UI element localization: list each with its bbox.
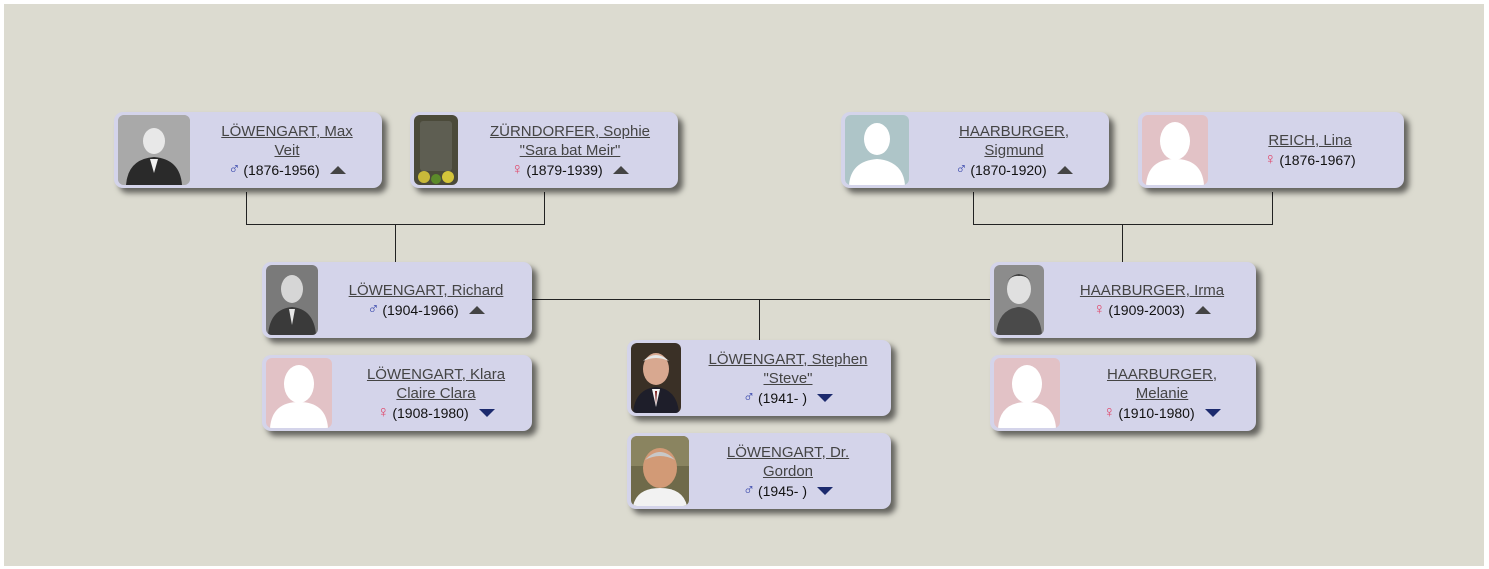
person-name-link[interactable]: LÖWENGART, Richard <box>348 282 504 299</box>
person-dates: ♂ (1904-1966) <box>367 301 485 319</box>
expand-descendants-down-arrow-icon[interactable] <box>1204 408 1221 417</box>
person-photo[interactable] <box>266 265 318 335</box>
female-icon: ♀ <box>1093 301 1106 318</box>
lifespan: (1876-1956) <box>243 161 320 178</box>
male-icon: ♂ <box>367 301 380 318</box>
person-photo[interactable] <box>1142 115 1208 185</box>
person-card-lina[interactable]: REICH, Lina ♀ (1876-1967) <box>1138 112 1404 188</box>
connector-line <box>395 224 396 262</box>
person-name-link[interactable]: LÖWENGART, Stephen "Steve" <box>708 350 868 387</box>
connector-line <box>973 192 974 224</box>
connector-line <box>246 192 247 224</box>
person-photo[interactable] <box>118 115 190 185</box>
expand-descendants-down-arrow-icon[interactable] <box>817 486 834 495</box>
person-name-link[interactable]: LÖWENGART, Max Veit <box>221 122 353 159</box>
person-dates: ♂ (1941- ) <box>742 388 834 407</box>
person-dates: ♀ (1910-1980) <box>1103 403 1221 422</box>
person-card-melanie[interactable]: HAARBURGER, Melanie ♀ (1910-1980) <box>990 355 1256 431</box>
lifespan: (1909-2003) <box>1108 302 1185 318</box>
lifespan: (1910-1980) <box>1118 404 1195 421</box>
person-dates: ♀ (1876-1967) <box>1264 151 1355 169</box>
person-dates: ♀ (1909-2003) <box>1093 301 1211 319</box>
person-card-gordon[interactable]: LÖWENGART, Dr. Gordon ♂ (1945- ) <box>627 433 891 509</box>
connector-line <box>973 224 1273 225</box>
person-name-link[interactable]: HAARBURGER, Sigmund <box>958 122 1070 159</box>
female-silhouette-icon <box>994 358 1060 428</box>
male-silhouette-icon <box>845 115 909 185</box>
person-dates: ♀ (1908-1980) <box>377 403 495 422</box>
person-photo[interactable] <box>631 343 681 413</box>
person-card-sigmund[interactable]: HAARBURGER, Sigmund ♂ (1870-1920) <box>841 112 1109 188</box>
family-tree-canvas: LÖWENGART, Max Veit ♂ (1876-1956) ZÜRNDO… <box>4 4 1484 566</box>
person-name-link[interactable]: LÖWENGART, Klara Claire Clara <box>366 365 506 402</box>
female-icon: ♀ <box>511 160 524 178</box>
person-dates: ♂ (1870-1920) <box>955 160 1073 179</box>
portrait-photo-icon <box>266 265 318 335</box>
person-name-link[interactable]: ZÜRNDORFER, Sophie "Sara bat Meir" <box>489 122 651 159</box>
person-photo[interactable] <box>266 358 332 428</box>
portrait-photo-icon <box>118 115 190 185</box>
person-name-link[interactable]: REICH, Lina <box>1268 132 1352 149</box>
connector-line <box>1272 192 1273 224</box>
lifespan: (1945- ) <box>757 482 808 499</box>
person-photo[interactable] <box>414 115 458 185</box>
expand-ancestors-up-arrow-icon[interactable] <box>329 165 346 174</box>
expand-descendants-down-arrow-icon[interactable] <box>817 393 834 402</box>
expand-ancestors-up-arrow-icon[interactable] <box>1056 165 1073 174</box>
female-icon: ♀ <box>1103 403 1116 421</box>
portrait-photo-icon <box>994 265 1044 335</box>
person-card-klara[interactable]: LÖWENGART, Klara Claire Clara ♀ (1908-19… <box>262 355 532 431</box>
female-icon: ♀ <box>1264 151 1277 168</box>
gravestone-photo-icon <box>414 115 458 185</box>
person-card-stephen[interactable]: LÖWENGART, Stephen "Steve" ♂ (1941- ) <box>627 340 891 416</box>
person-name-link[interactable]: LÖWENGART, Dr. Gordon <box>726 443 850 480</box>
male-icon: ♂ <box>742 388 755 406</box>
person-dates: ♂ (1876-1956) <box>228 160 346 179</box>
portrait-photo-icon <box>631 436 689 506</box>
connector-line <box>759 299 760 341</box>
expand-ancestors-up-arrow-icon[interactable] <box>468 306 485 314</box>
male-icon: ♂ <box>955 160 968 178</box>
lifespan: (1908-1980) <box>392 404 469 421</box>
connector-line <box>532 299 992 300</box>
lifespan: (1870-1920) <box>970 161 1047 178</box>
expand-ancestors-up-arrow-icon[interactable] <box>1194 306 1211 314</box>
portrait-photo-icon <box>631 343 681 413</box>
lifespan: (1941- ) <box>757 389 808 406</box>
male-icon: ♂ <box>228 160 241 178</box>
person-photo[interactable] <box>845 115 909 185</box>
person-dates: ♀ (1879-1939) <box>511 160 629 179</box>
female-icon: ♀ <box>377 403 390 421</box>
connector-line <box>544 192 545 224</box>
male-icon: ♂ <box>742 481 755 499</box>
expand-ancestors-up-arrow-icon[interactable] <box>612 165 629 174</box>
person-name-link[interactable]: HAARBURGER, Melanie <box>1106 365 1218 402</box>
lifespan: (1879-1939) <box>526 161 603 178</box>
person-dates: ♂ (1945- ) <box>742 481 834 500</box>
expand-descendants-down-arrow-icon[interactable] <box>478 408 495 417</box>
lifespan: (1904-1966) <box>382 302 459 318</box>
person-photo[interactable] <box>994 265 1044 335</box>
connector-line <box>1122 224 1123 262</box>
person-card-sophie[interactable]: ZÜRNDORFER, Sophie "Sara bat Meir" ♀ (18… <box>410 112 678 188</box>
person-card-irma[interactable]: HAARBURGER, Irma ♀ (1909-2003) <box>990 262 1256 338</box>
lifespan: (1876-1967) <box>1279 152 1356 168</box>
person-photo[interactable] <box>631 436 689 506</box>
person-card-richard[interactable]: LÖWENGART, Richard ♂ (1904-1966) <box>262 262 532 338</box>
person-photo[interactable] <box>994 358 1060 428</box>
person-name-link[interactable]: HAARBURGER, Irma <box>1079 282 1225 299</box>
female-silhouette-icon <box>1142 115 1208 185</box>
female-silhouette-icon <box>266 358 332 428</box>
person-card-max[interactable]: LÖWENGART, Max Veit ♂ (1876-1956) <box>114 112 382 188</box>
